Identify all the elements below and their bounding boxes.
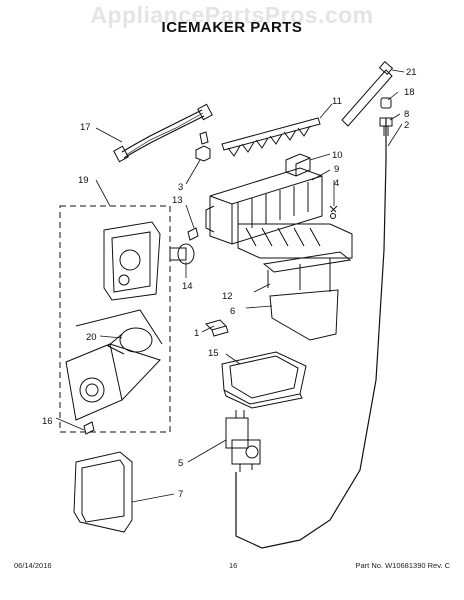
ice-bin-part[interactable]	[221, 351, 307, 409]
control-housing-part[interactable]	[103, 221, 161, 301]
clip-part[interactable]	[195, 131, 211, 162]
motor-coupler-part[interactable]	[169, 243, 195, 265]
page-title: ICEMAKER PARTS	[161, 19, 303, 36]
callout-13: 13	[172, 195, 183, 206]
mold-heater-part[interactable]	[237, 223, 353, 292]
small-screw-part[interactable]	[187, 227, 199, 241]
callout-3: 3	[178, 182, 183, 193]
water-valve-part[interactable]	[225, 410, 261, 472]
icemaker-assembly[interactable]	[205, 167, 323, 245]
callout-20: 20	[86, 332, 97, 343]
callout-9: 9	[334, 164, 339, 175]
clamp-part[interactable]	[379, 117, 393, 136]
wire-harness-part[interactable]	[113, 103, 213, 163]
callout-4: 4	[334, 178, 339, 189]
leader-lines	[55, 69, 405, 503]
callout-12: 12	[222, 291, 233, 302]
fill-tube-part[interactable]	[341, 61, 394, 127]
callout-14: 14	[182, 281, 193, 292]
footer-part-number: Part No. W10681390 Rev. C	[355, 561, 451, 570]
callout-6: 6	[230, 306, 235, 317]
grommet-part[interactable]	[380, 97, 392, 109]
bracket-part[interactable]	[285, 153, 311, 177]
water-tube	[235, 118, 387, 549]
callout-11: 11	[332, 96, 342, 107]
cover-plate-part[interactable]	[65, 343, 161, 421]
callout-5: 5	[178, 458, 183, 469]
footer-page-number: 16	[229, 561, 238, 570]
callout-18: 18	[404, 87, 415, 98]
callout-21: 21	[406, 67, 417, 78]
callout-16: 16	[42, 416, 53, 427]
watermark: AppliancePartsPros.com	[90, 2, 374, 28]
callout-1: 1	[194, 328, 199, 339]
callout-17: 17	[80, 122, 91, 133]
footer-date: 06/14/2016	[14, 561, 52, 570]
screw-16-part[interactable]	[83, 421, 95, 435]
front-cover-part[interactable]	[73, 451, 133, 533]
chute-part[interactable]	[269, 289, 339, 341]
callout-19: 19	[78, 175, 89, 186]
callout-7: 7	[178, 489, 183, 500]
ice-stripper-part[interactable]	[221, 117, 321, 157]
callout-8: 8	[404, 109, 409, 120]
control-module-group	[59, 205, 171, 433]
screw-part[interactable]	[329, 205, 338, 219]
callout-15: 15	[208, 348, 219, 359]
motor-part[interactable]	[75, 309, 163, 355]
callout-10: 10	[332, 150, 343, 161]
callout-2: 2	[404, 120, 409, 131]
